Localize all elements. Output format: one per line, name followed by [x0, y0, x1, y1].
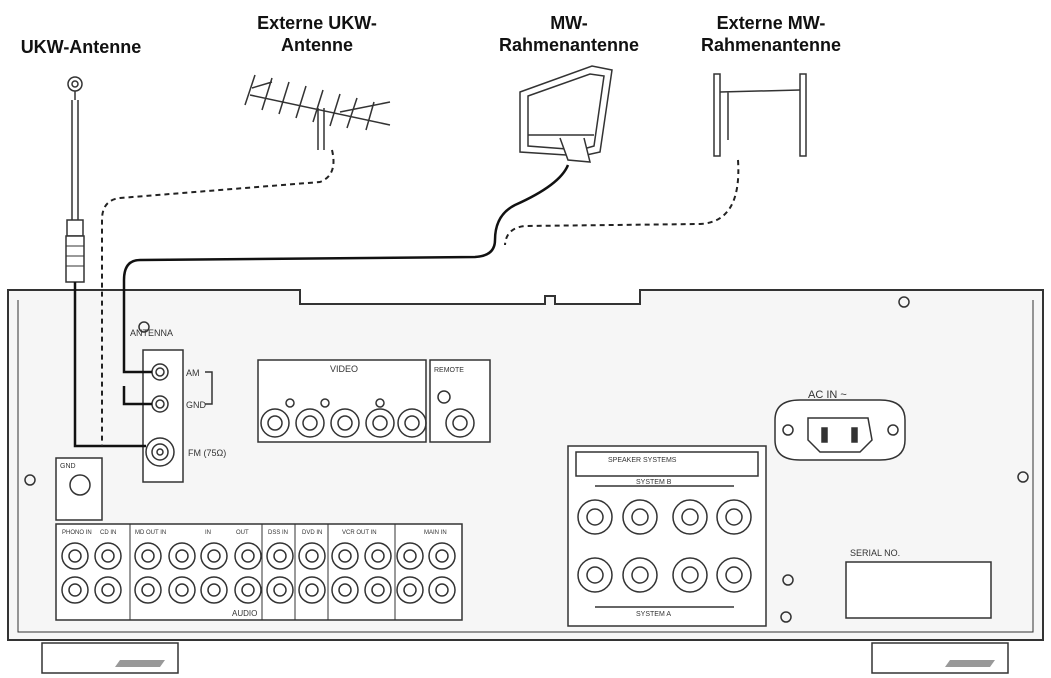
audio-jacks [55, 457, 463, 621]
system-a-label: SYSTEM A [636, 611, 671, 618]
audio-group-label: PHONO IN [62, 530, 92, 536]
ukw-antenna-icon [65, 76, 85, 283]
fm-label: FM (75Ω) [188, 448, 226, 458]
speaker-terminals [567, 445, 767, 627]
external-mw-antenna-icon [713, 73, 807, 157]
external-ukw-antenna-icon [244, 74, 391, 150]
label-mw-loop-antenna: MW- Rahmenantenne [494, 12, 644, 56]
audio-group-label: IN [205, 530, 211, 536]
audio-group-label: DVD IN [302, 530, 322, 536]
label-mw-line1: MW- [550, 13, 588, 33]
antenna-label: ANTENNA [130, 328, 173, 338]
label-external-mw-line1: Externe MW- [716, 13, 826, 33]
label-mw-line2: Rahmenantenne [498, 35, 640, 55]
audio-group-label: MAIN IN [424, 530, 447, 536]
serial-no-label: SERIAL NO. [850, 548, 900, 558]
screw-icons [24, 296, 1029, 623]
audio-label: AUDIO [232, 609, 257, 618]
gnd-label: GND [186, 400, 207, 410]
speaker-systems-label: SPEAKER SYSTEMS [608, 457, 677, 464]
video-label: VIDEO [330, 364, 358, 374]
serial-number-plate [845, 561, 992, 619]
external-mw-cable [504, 159, 740, 246]
video-jacks [257, 359, 491, 443]
label-external-ukw-line2: Antenne [281, 35, 353, 55]
audio-group-label: VCR OUT IN [342, 530, 377, 536]
foot-right [871, 642, 1009, 674]
ukw-cable [73, 282, 146, 448]
label-external-mw-loop-antenna: Externe MW- Rahmenantenne [686, 12, 856, 56]
audio-group-label: MD OUT IN [135, 530, 166, 536]
am-label: AM [186, 368, 200, 378]
audio-group-label: CD IN [100, 530, 116, 536]
gnd-small-label: GND [60, 463, 76, 470]
external-ukw-cable [101, 149, 335, 446]
label-external-ukw-antenna: Externe UKW- Antenne [242, 12, 392, 56]
remote-label: REMOTE [434, 367, 464, 374]
system-b-label: SYSTEM B [636, 479, 672, 486]
label-ukw-antenna: UKW-Antenne [20, 37, 142, 57]
audio-group-label: DSS IN [268, 530, 288, 536]
audio-group-label: OUT [236, 530, 249, 536]
label-external-ukw-line1: Externe UKW- [257, 13, 377, 33]
mw-loop-cable [122, 164, 570, 406]
foot-left [41, 642, 179, 674]
mw-loop-antenna-icon [519, 65, 613, 163]
label-external-mw-line2: Rahmenantenne [700, 35, 842, 55]
ac-in-label: AC IN ~ [808, 389, 847, 401]
ac-inlet [774, 399, 906, 461]
